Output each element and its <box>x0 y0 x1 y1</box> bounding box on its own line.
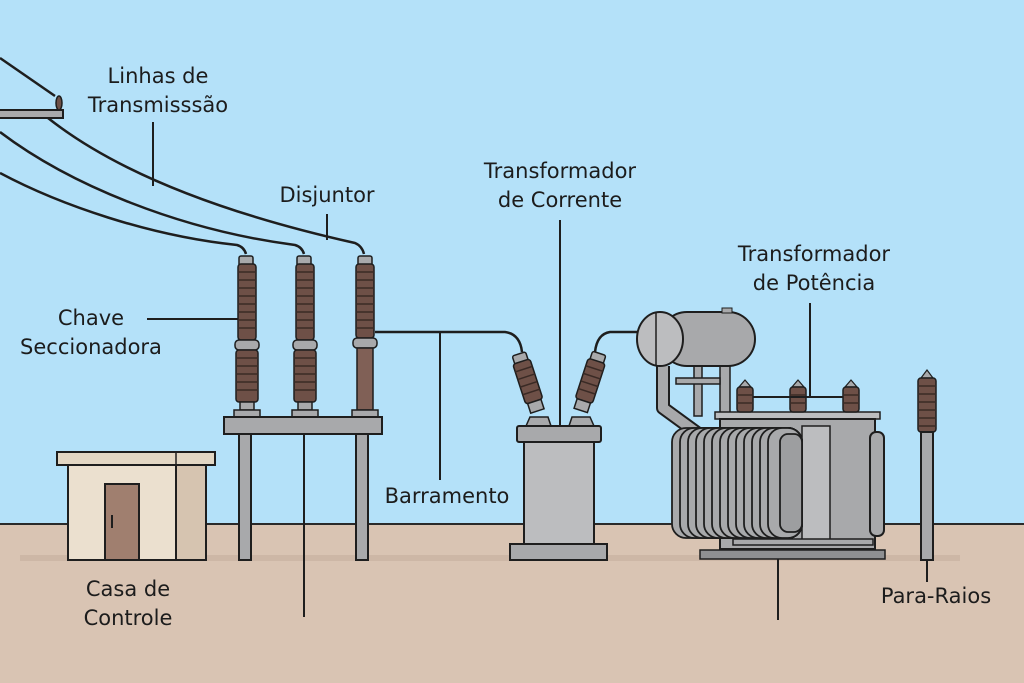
surge-arrester <box>917 369 937 561</box>
label-power-transformer-line1: Transformador <box>737 242 891 266</box>
label-transmission-lines-line2: Transmisssão <box>87 93 229 117</box>
leader-lines <box>147 122 928 620</box>
transformer-bushing <box>842 379 860 413</box>
current-transformer <box>509 350 608 561</box>
disconnect-switch-insulator-2 <box>291 255 319 418</box>
label-transmission-lines: Linhas de Transmisssão <box>80 62 236 120</box>
radiator-fins <box>671 427 803 539</box>
busbar <box>375 330 640 353</box>
switchgear-support-structure <box>223 416 383 561</box>
label-power-transformer-line2: de Potência <box>752 271 876 295</box>
label-disconnect-switch: Chave Seccionadora <box>16 304 166 362</box>
label-power-transformer: Transformador de Potência <box>724 240 904 298</box>
label-surge-arrester: Para-Raios <box>866 582 1006 611</box>
transmission-lines <box>0 117 366 255</box>
label-surge-arrester-line1: Para-Raios <box>880 584 992 608</box>
label-transmission-lines-line1: Linhas de <box>107 64 209 88</box>
ground-shadow <box>20 555 960 561</box>
label-control-house: Casa de Controle <box>66 575 190 633</box>
label-circuit-breaker: Disjuntor <box>268 181 386 210</box>
disconnect-switch-insulator-1 <box>233 255 261 418</box>
transformer-bushing <box>736 379 754 413</box>
label-control-house-line2: Controle <box>83 606 173 630</box>
control-house <box>56 451 216 561</box>
label-disconnect-switch-line2: Seccionadora <box>20 335 162 359</box>
transmission-tower-arm <box>0 56 64 119</box>
label-circuit-breaker-line1: Disjuntor <box>279 183 375 207</box>
door <box>104 483 140 561</box>
circuit-breaker <box>351 255 379 418</box>
label-busbar-line1: Barramento <box>384 484 510 508</box>
label-current-transformer-line2: de Corrente <box>497 188 623 212</box>
label-current-transformer-line1: Transformador <box>483 159 637 183</box>
label-disconnect-switch-line1: Chave <box>57 306 125 330</box>
label-current-transformer: Transformador de Corrente <box>470 157 650 215</box>
transformer-bushing <box>789 379 807 413</box>
label-busbar: Barramento <box>374 482 520 511</box>
power-transformer <box>636 307 886 560</box>
label-control-house-line1: Casa de <box>85 577 171 601</box>
